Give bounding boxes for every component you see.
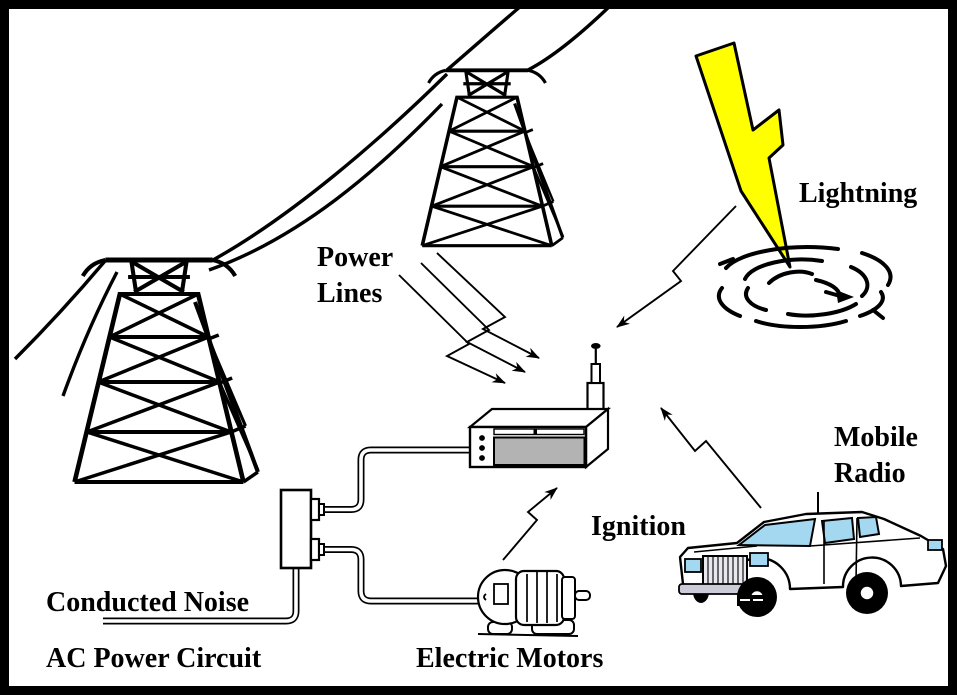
- transmission-tower-left-icon: [75, 260, 258, 482]
- ac-power-circuit-label: AC Power Circuit: [46, 643, 262, 674]
- power-lines-wires: [13, 3, 613, 397]
- electric-motors-label: Electric Motors: [416, 643, 604, 674]
- power-outlet-icon: [279, 488, 325, 570]
- power-lines-label: Power Lines: [317, 240, 393, 312]
- motor-noise-arrow: [502, 487, 558, 561]
- police-car-icon: [678, 492, 948, 617]
- ignition-label: Ignition: [591, 511, 686, 542]
- lightning-label: Lightning: [799, 178, 918, 209]
- mobile-radio-label-line2: Radio: [834, 458, 906, 489]
- radio-receiver-icon: [466, 343, 612, 470]
- power-lines-label-line2: Lines: [317, 278, 383, 309]
- mobile-radio-label: Mobile Radio: [834, 420, 918, 492]
- mobile-radio-label-line1: Mobile: [834, 422, 918, 453]
- conducted-noise-label: Conducted Noise: [46, 587, 250, 618]
- power-lines-label-line1: Power: [317, 242, 394, 273]
- transmission-tower-right-icon: [420, 68, 565, 248]
- lightning-bolt-icon: [694, 41, 792, 269]
- electric-motor-icon: [476, 568, 591, 637]
- ignition-noise-arrow: [660, 407, 762, 509]
- ground-strike-scribble-icon: [716, 245, 893, 329]
- power-cords: [103, 446, 484, 625]
- power-line-noise-arrows: [398, 252, 540, 384]
- lightning-noise-arrow: [616, 205, 737, 328]
